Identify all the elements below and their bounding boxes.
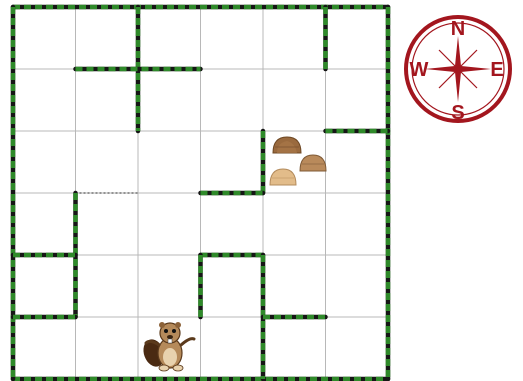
compass-south-label: S [451,102,464,124]
compass-rose: N S W E [403,10,513,128]
rock-icon [273,137,301,153]
beaver-ear [175,322,181,328]
beaver-arm [181,339,194,345]
rock-pile[interactable] [270,137,326,185]
beaver-foot [159,365,169,371]
rock-icon [300,155,326,171]
beaver-belly [163,348,177,366]
beaver-foot [173,365,183,371]
rock-icon [270,169,296,185]
beaver-nose [167,335,173,339]
beaver-eye [172,329,176,333]
beaver-ear [159,322,165,328]
beaver-character[interactable] [140,322,194,371]
compass-east-label: E [490,59,503,81]
compass-west-label: W [410,59,429,81]
compass-north-label: N [451,18,465,40]
beaver-eye [164,329,168,333]
beaver-teeth [168,339,172,343]
